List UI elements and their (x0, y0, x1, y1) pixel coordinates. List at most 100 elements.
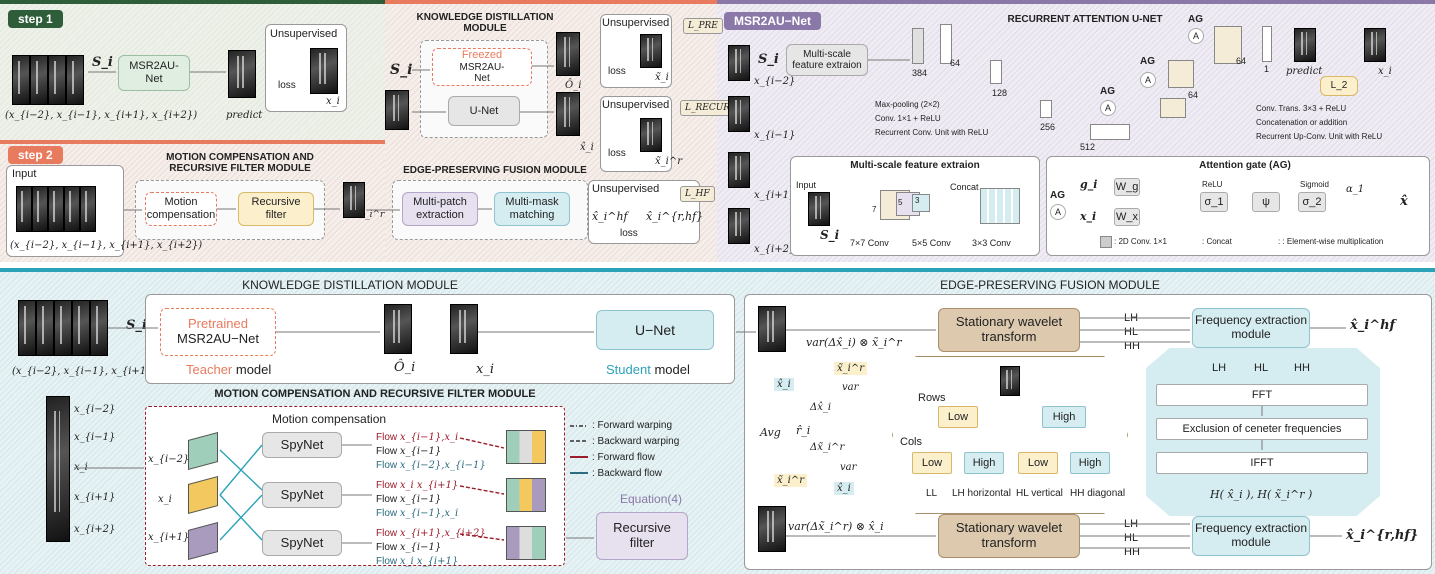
epf-bot-hf2: x̂_i^{r,hf} (1346, 528, 1419, 543)
kd-top-lpre: L_PRE (683, 18, 723, 34)
epf-bot-fem1: Frequency extraction module (1192, 308, 1310, 348)
epf-bot-rows: Rows (918, 392, 946, 404)
kd-bot-xi: x_i (476, 362, 494, 377)
kd-top-tilde2: x̃_i^r (655, 156, 682, 167)
mc-bot-flow-1-a: Flow (376, 446, 398, 457)
epf-top-hf2: x̂_i^{r,hf} (646, 210, 704, 223)
epf-top-lhf: L_HF (680, 186, 715, 202)
mc-bot-flow-0: Flow x_{i−1},x_i (376, 432, 458, 443)
kd-bot-net: MSR2AU−Net (177, 331, 259, 346)
ratt-ag-ag: AG (1050, 190, 1065, 201)
step2-stack-4 (64, 186, 80, 232)
mc-bot-r1: x_i (158, 494, 172, 505)
epf-bot-bot-img (758, 506, 786, 552)
step2-out-img (343, 182, 365, 218)
kd-bot-stack-3 (54, 300, 72, 356)
kd-top-unet: U-Net (448, 96, 520, 126)
mc-bot-flow-6-a: Flow (376, 528, 398, 539)
epf-bot-hf1: x̂_i^hf (1350, 318, 1396, 333)
kd-top-t1-img (640, 34, 662, 68)
epf-bot-high1: High (1042, 406, 1086, 428)
ratt-block-64 (940, 24, 952, 64)
mc-bot-leg-1: : Backward warping (592, 436, 680, 447)
epf-bot-b-hh1: HH (1124, 340, 1140, 352)
ratt-leg-concat: Concatenation or addition (1256, 118, 1348, 127)
step1-tag: step 1 (8, 10, 63, 28)
ratt-ag-g: g_i (1080, 178, 1098, 191)
kd-top-title: KNOWLEDGE DISTILLATION MODULE (416, 12, 554, 34)
ratt-title: RECURRENT ATTENTION U-NET (1007, 14, 1163, 25)
step2-xr: x̃_i^r (360, 210, 385, 220)
ratt-block-out (1262, 26, 1272, 62)
step1-xi-img (310, 48, 338, 94)
kd-top-loss1: loss (608, 66, 626, 77)
ratt-d128: 128 (992, 88, 1008, 98)
kd-top-t2-img (640, 118, 662, 152)
ratt-ag-a: A (1050, 204, 1066, 220)
mc-bot-leg-0: : Forward warping (592, 420, 673, 431)
mc-bot-out-1 (506, 430, 546, 464)
ratt-a1: A (1188, 28, 1204, 44)
kd-top-s-img (385, 90, 409, 130)
epf-top-loss: loss (620, 228, 638, 239)
ratt-msfe-c7: 7×7 Conv (850, 238, 889, 248)
kd-top-freezed-net: MSR2AU- Net (459, 61, 505, 85)
ratt-msfe-c3: 3×3 Conv (972, 238, 1011, 248)
epf-bot-f-hl: HL (1254, 362, 1269, 374)
ratt-ag-mult: : : Element-wise multiplication (1278, 237, 1384, 246)
step1-predict-img (228, 50, 256, 98)
ratt-ag-xhat: x̂ (1400, 194, 1408, 209)
ratt-msfe-concat: Concat (950, 182, 979, 192)
ratt-leg-convt: Conv. Trans. 3×3 + ReLU (1256, 104, 1347, 113)
ratt-ag-s2: σ_2 (1298, 192, 1326, 212)
ratt-ag1: AG (1188, 14, 1203, 25)
mc-bot-rf: Recursive filter (596, 512, 688, 560)
kd-bot-teacher: Teacher model (186, 362, 271, 377)
ratt-ag-alpha: α_1 (1346, 184, 1365, 195)
mc-bot-leg-3: : Backward flow (592, 468, 663, 479)
mc-bot-flow-6-b: x_{i+1},x_{i+2} (399, 528, 486, 539)
mc-bot-flow-7: Flow x_{i−1} (376, 542, 441, 553)
step2-stack-5 (80, 186, 96, 232)
ratt-a2: A (1140, 72, 1156, 88)
epf-bot-dhat: Δx̂_i (810, 402, 832, 413)
step1-xi: x_i (326, 96, 340, 107)
mc-bot-flow-6: Flow x_{i+1},x_{i+2} (376, 528, 486, 539)
epf-bot-xtil2: x̃_i^r (774, 474, 807, 487)
kd-bot-stack-5 (90, 300, 108, 356)
ratt-x3-img (728, 152, 750, 188)
ratt-d64c: 64 (1236, 56, 1247, 66)
ratt-ag-relu: ReLU (1202, 180, 1223, 189)
kd-top-tilde1: x̃_i (655, 72, 669, 83)
ratt-x3: x_{i+1} (754, 190, 796, 201)
epf-bot-swt1: Stationary wavelet transform (938, 308, 1080, 352)
kd-bot-xi-img (450, 304, 478, 354)
ratt-x1: x_{i−2} (754, 76, 796, 87)
ratt-x4-img (728, 208, 750, 244)
epf-top-multipatch: Multi-patch extraction (402, 192, 478, 226)
epf-bot-xhat1: x̂_i (774, 378, 794, 391)
step2-mc: Motion compensation (145, 192, 217, 226)
mc-bot-flow-0-b: x_{i−1},x_i (399, 432, 459, 443)
mc-bot-flow-5-a: Flow (376, 508, 398, 519)
ratt-msfe-k7t: 7 (872, 205, 877, 214)
ratt-d384: 384 (912, 68, 928, 78)
ratt-predict: predict (1286, 66, 1323, 77)
epf-bot-low3: Low (1018, 452, 1058, 474)
ratt-block-384 (912, 28, 924, 64)
step2-tag: step 2 (8, 146, 63, 164)
epf-bot-fft: FFT (1156, 384, 1368, 406)
ratt-msfe-k3t: 3 (915, 196, 920, 205)
epf-bot-var2: var(Δx̃_i^r) ⊗ x̂_i (788, 520, 884, 533)
ratt-leg-maxpool: Max-pooling (2×2) (875, 100, 940, 109)
mc-bot-flow-4: Flow x_{i−1} (376, 494, 441, 505)
mc-bot-title: MOTION COMPENSATION AND RECURSIVE FILTER… (214, 388, 536, 400)
mc-bot-r0: x_{i−2} (148, 454, 190, 465)
ratt-d1: 1 (1264, 64, 1270, 74)
mc-bot-stack (46, 396, 70, 542)
mc-bot-f4: x_{i+2} (74, 524, 116, 535)
ratt-s-img (728, 45, 750, 81)
step2-stack-3 (48, 186, 64, 232)
kd-bot-student-a: Student (606, 362, 651, 377)
epf-bot-xtil1: x̃_i^r (834, 362, 867, 375)
